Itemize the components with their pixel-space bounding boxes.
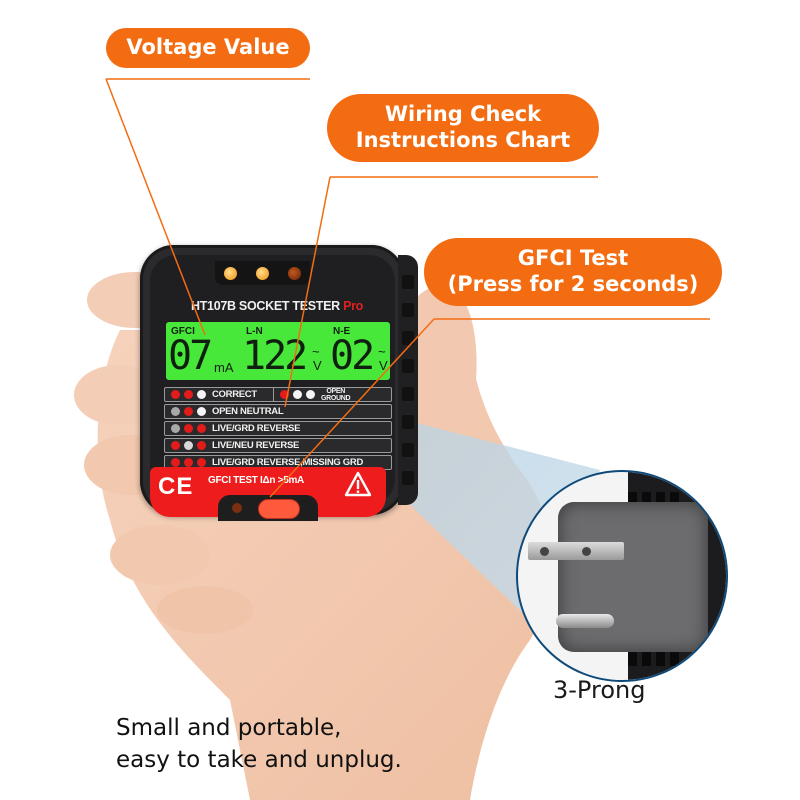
indicator-dot-icon xyxy=(306,390,315,399)
main-caption-line2: easy to take and unplug. xyxy=(116,747,402,774)
indicator-dot-icon xyxy=(184,441,193,450)
indicator-dot-icon xyxy=(171,407,180,416)
chart-row-live-neu-reverse: LIVE/NEU REVERSE xyxy=(164,438,392,453)
socket-tester-device: HT107B SOCKET TESTER Pro GFCI 07 mA L-N … xyxy=(140,245,418,521)
flat-prong-icon xyxy=(528,542,624,560)
callout-voltage-value-text: Voltage Value xyxy=(126,35,290,60)
led-icon xyxy=(224,266,238,280)
device-face: HT107B SOCKET TESTER Pro GFCI 07 mA L-N … xyxy=(150,255,395,505)
device-model-title: HT107B SOCKET TESTER Pro xyxy=(172,299,382,313)
button-bay xyxy=(218,495,318,521)
plug-face xyxy=(558,502,708,652)
lcd-ac-symbol: ~ xyxy=(378,344,386,359)
model-name: HT107B SOCKET TESTER xyxy=(190,299,340,313)
chart-row-label: CORRECT xyxy=(212,389,257,400)
indicator-dot-icon xyxy=(184,390,193,399)
side-grip xyxy=(398,255,418,505)
indicator-dot-icon xyxy=(171,441,180,450)
warning-triangle-icon xyxy=(344,471,372,497)
chart-row-open-neutral: OPEN NEUTRAL xyxy=(164,404,392,419)
gfci-test-label: GFCI TEST IΔn >5mA xyxy=(208,475,304,486)
lcd-gfci-value: 07 xyxy=(168,333,213,379)
lcd-ne-label: N-E xyxy=(333,326,351,337)
open-ground-line1: OPEN xyxy=(326,387,345,395)
chart-row-label: OPEN NEUTRAL xyxy=(212,406,284,417)
callout-wiring-check-line2: Instructions Chart xyxy=(355,128,571,152)
lcd-ne-value: 02 xyxy=(330,333,375,379)
indicator-dot-icon xyxy=(171,458,180,467)
main-caption-line1: Small and portable, xyxy=(116,715,342,741)
plug-type-caption: 3-Prong xyxy=(553,676,646,704)
lcd-gfci-label: GFCI xyxy=(171,326,195,337)
chart-row-live-grd-reverse: LIVE/GRD REVERSE xyxy=(164,421,392,436)
chart-open-ground: OPEN GROUND xyxy=(273,387,392,402)
lcd-ln-unit: V xyxy=(313,358,322,373)
status-led-icon xyxy=(232,503,242,513)
wiring-instructions-chart: CORRECT OPEN GROUND xyxy=(164,387,392,472)
ground-prong-icon xyxy=(556,614,614,628)
indicator-dot-icon xyxy=(184,424,193,433)
callout-voltage-value: Voltage Value xyxy=(106,28,310,68)
callout-wiring-check-line1: Wiring Check xyxy=(384,102,542,127)
open-ground-line2: GROUND xyxy=(321,394,351,402)
ce-mark: CE xyxy=(158,473,194,500)
indicator-dot-icon xyxy=(184,407,193,416)
plug-detail-zoom xyxy=(516,470,728,682)
indicator-dot-icon xyxy=(197,424,206,433)
led-icon xyxy=(255,266,269,280)
callout-wiring-check: Wiring Check Instructions Chart xyxy=(327,94,599,162)
lcd-gfci-unit: mA xyxy=(214,360,234,375)
indicator-leds xyxy=(215,261,310,285)
led-icon xyxy=(287,266,301,280)
indicator-dot-icon xyxy=(184,458,193,467)
indicator-dot-icon xyxy=(293,390,302,399)
lcd-ne-unit: V xyxy=(379,358,388,373)
gfci-test-button[interactable] xyxy=(258,499,300,519)
indicator-dot-icon xyxy=(197,458,206,467)
indicator-dot-icon xyxy=(197,390,206,399)
model-suffix: Pro xyxy=(343,299,363,313)
callout-gfci-test-line1: GFCI Test xyxy=(517,246,629,271)
chart-row-correct: CORRECT OPEN GROUND xyxy=(164,387,392,402)
main-caption: Small and portable, easy to take and unp… xyxy=(116,712,402,776)
lcd-ac-symbol: ~ xyxy=(312,344,320,359)
indicator-dot-icon xyxy=(197,441,206,450)
chart-row-label: LIVE/GRD REVERSE xyxy=(212,423,301,434)
indicator-dot-icon xyxy=(171,390,180,399)
indicator-dot-icon xyxy=(197,407,206,416)
gfci-panel: CE GFCI TEST IΔn >5mA xyxy=(150,467,386,521)
indicator-dot-icon xyxy=(280,390,289,399)
chart-row-label: LIVE/GRD REVERSE,MISSING GRD xyxy=(212,457,364,468)
lcd-ln-label: L-N xyxy=(246,326,263,337)
indicator-dot-icon xyxy=(171,424,180,433)
chart-row-label: LIVE/NEU REVERSE xyxy=(212,440,300,451)
callout-gfci-test: GFCI Test (Press for 2 seconds) xyxy=(424,238,722,306)
callout-gfci-test-line2: (Press for 2 seconds) xyxy=(447,272,699,296)
